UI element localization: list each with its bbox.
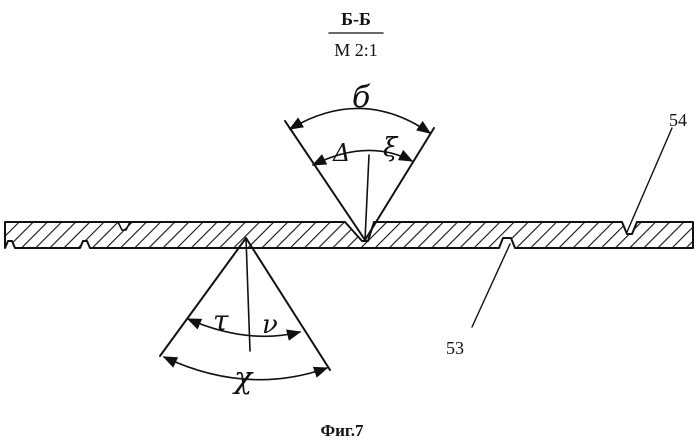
callout-53-leader [472,244,510,327]
lower-cone-axis [246,238,250,351]
callout-53: 53 [446,244,510,358]
callout-54-label: 54 [669,110,687,130]
callout-54: 54 [627,110,687,232]
lower-right-angle-label: ν [262,310,278,340]
upper-cone-axis [365,155,369,240]
figure-caption: Фиг.7 [321,421,364,440]
section-title: Б-Б [341,9,371,29]
lower-cone-left-edge [160,238,246,356]
callout-53-label: 53 [446,338,464,358]
lower-cone-right-edge [246,238,330,370]
section-scale: М 2:1 [334,40,378,60]
upper-total-angle-label: б [352,80,371,115]
upper-left-angle-label: Δ [332,139,350,167]
upper-right-angle-label: ξ [383,133,399,163]
callout-54-leader [627,128,672,232]
lower-left-angle-label: τ [213,304,229,337]
upper-cone: б Δ ξ [285,80,434,240]
lower-cone: τ ν χ [160,238,330,396]
lower-inner-arc [188,319,300,336]
lower-total-angle-label: χ [232,361,254,396]
sheet-section [5,222,693,248]
